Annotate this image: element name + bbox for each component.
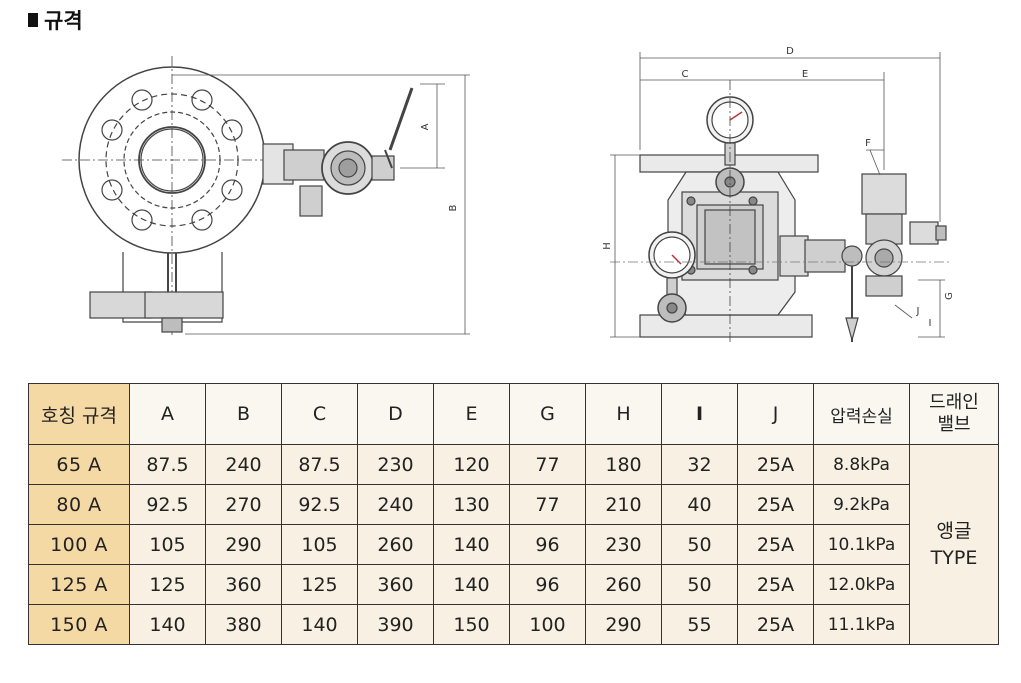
row-size: 80 A bbox=[28, 484, 130, 525]
cell-e: 140 bbox=[433, 524, 510, 565]
cell-pressure-loss: 10.1kPa bbox=[813, 524, 910, 565]
side-dimensions bbox=[610, 52, 945, 338]
cell-g: 100 bbox=[509, 604, 586, 645]
front-view bbox=[62, 56, 414, 335]
square-bullet-icon bbox=[28, 13, 38, 27]
section-heading: 규격 bbox=[28, 6, 83, 34]
header-j: J bbox=[737, 383, 814, 445]
header-drain-line-1: 드래인 bbox=[929, 392, 979, 413]
cell-g: 77 bbox=[509, 444, 586, 485]
cell-e: 140 bbox=[433, 564, 510, 605]
cell-j: 25A bbox=[737, 564, 814, 605]
table-row: 125 A 125 360 125 360 140 96 260 50 25A … bbox=[28, 564, 999, 605]
header-i: I bbox=[661, 383, 738, 445]
dim-label-a: A bbox=[420, 123, 431, 130]
cell-d: 390 bbox=[357, 604, 434, 645]
cell-a: 140 bbox=[129, 604, 206, 645]
table-header-row: 호칭 규격 A B C D E G H I J 압력손실 드래인 밸브 bbox=[28, 383, 999, 445]
table-row: 65 A 87.5 240 87.5 230 120 77 180 32 25A… bbox=[28, 444, 999, 645]
cell-h: 230 bbox=[585, 524, 662, 565]
row-size: 65 A bbox=[28, 444, 130, 485]
dim-label-h: H bbox=[602, 242, 613, 250]
cell-j: 25A bbox=[737, 524, 814, 565]
cell-e: 130 bbox=[433, 484, 510, 525]
header-h: H bbox=[585, 383, 662, 445]
cell-drain-valve: 앵글 TYPE bbox=[909, 444, 999, 645]
dim-label-d: D bbox=[786, 46, 794, 57]
dim-label-i: I bbox=[929, 318, 932, 329]
section-title: 규격 bbox=[44, 9, 83, 33]
header-e: E bbox=[433, 383, 510, 445]
table-row: 80 A 92.5 270 92.5 240 130 77 210 40 25A… bbox=[28, 484, 999, 525]
dim-label-f: F bbox=[865, 138, 871, 149]
cell-a: 87.5 bbox=[129, 444, 206, 485]
table-row: 100 A 105 290 105 260 140 96 230 50 25A … bbox=[28, 524, 999, 565]
cell-a: 125 bbox=[129, 564, 206, 605]
cell-pressure-loss: 11.1kPa bbox=[813, 604, 910, 645]
cell-h: 180 bbox=[585, 444, 662, 485]
header-c: C bbox=[281, 383, 358, 445]
cell-pressure-loss: 12.0kPa bbox=[813, 564, 910, 605]
side-view bbox=[610, 80, 950, 345]
front-dimensions bbox=[172, 74, 470, 335]
header-drain-line-2: 밸브 bbox=[937, 414, 971, 435]
cell-i: 40 bbox=[661, 484, 738, 525]
cell-c: 92.5 bbox=[281, 484, 358, 525]
dim-label-b: B bbox=[448, 204, 459, 211]
cell-i: 50 bbox=[661, 524, 738, 565]
table-row: 150 A 140 380 140 390 150 100 290 55 25A… bbox=[28, 604, 999, 645]
row-size: 100 A bbox=[28, 524, 130, 565]
cell-d: 240 bbox=[357, 484, 434, 525]
dim-label-c: C bbox=[682, 69, 689, 80]
cell-d: 230 bbox=[357, 444, 434, 485]
cell-b: 360 bbox=[205, 564, 282, 605]
cell-i: 50 bbox=[661, 564, 738, 605]
header-drain-valve: 드래인 밸브 bbox=[909, 383, 999, 445]
cell-c: 125 bbox=[281, 564, 358, 605]
cell-c: 140 bbox=[281, 604, 358, 645]
dim-label-g: G bbox=[944, 292, 955, 300]
cell-g: 77 bbox=[509, 484, 586, 525]
cell-j: 25A bbox=[737, 484, 814, 525]
spec-table: 호칭 규격 A B C D E G H I J 압력손실 드래인 밸브 65 A… bbox=[28, 383, 999, 645]
cell-g: 96 bbox=[509, 524, 586, 565]
dim-label-j: J bbox=[916, 306, 920, 317]
cell-b: 270 bbox=[205, 484, 282, 525]
header-a: A bbox=[129, 383, 206, 445]
cell-b: 240 bbox=[205, 444, 282, 485]
dim-label-e: E bbox=[802, 69, 808, 80]
cell-h: 260 bbox=[585, 564, 662, 605]
cell-b: 380 bbox=[205, 604, 282, 645]
drain-value-line-2: TYPE bbox=[930, 546, 978, 569]
cell-d: 260 bbox=[357, 524, 434, 565]
cell-c: 87.5 bbox=[281, 444, 358, 485]
cell-a: 105 bbox=[129, 524, 206, 565]
header-g: G bbox=[509, 383, 586, 445]
row-size: 150 A bbox=[28, 604, 130, 645]
cell-h: 210 bbox=[585, 484, 662, 525]
header-pressure-loss: 압력손실 bbox=[813, 383, 910, 445]
cell-i: 55 bbox=[661, 604, 738, 645]
cell-d: 360 bbox=[357, 564, 434, 605]
header-b: B bbox=[205, 383, 282, 445]
technical-drawing: A B bbox=[62, 46, 955, 345]
cell-e: 150 bbox=[433, 604, 510, 645]
drain-value-line-1: 앵글 bbox=[936, 519, 972, 542]
cell-b: 290 bbox=[205, 524, 282, 565]
cell-pressure-loss: 9.2kPa bbox=[813, 484, 910, 525]
cell-j: 25A bbox=[737, 444, 814, 485]
cell-h: 290 bbox=[585, 604, 662, 645]
header-size: 호칭 규격 bbox=[28, 383, 130, 445]
header-d: D bbox=[357, 383, 434, 445]
row-size: 125 A bbox=[28, 564, 130, 605]
cell-e: 120 bbox=[433, 444, 510, 485]
cell-g: 96 bbox=[509, 564, 586, 605]
cell-i: 32 bbox=[661, 444, 738, 485]
cell-pressure-loss: 8.8kPa bbox=[813, 444, 910, 485]
cell-j: 25A bbox=[737, 604, 814, 645]
cell-a: 92.5 bbox=[129, 484, 206, 525]
cell-c: 105 bbox=[281, 524, 358, 565]
